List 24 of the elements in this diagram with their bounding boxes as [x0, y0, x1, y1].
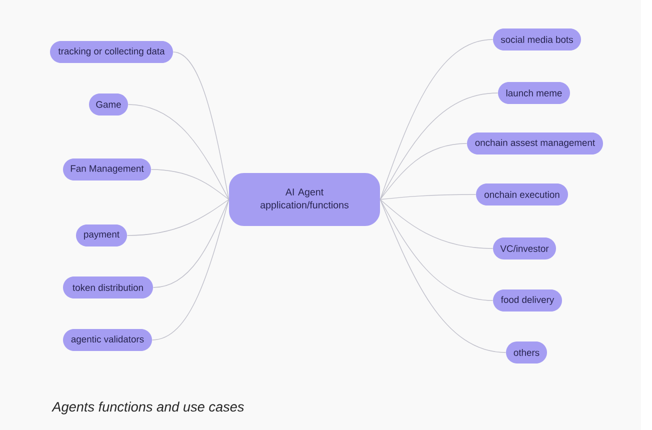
subtopic-pill: token distribution: [63, 276, 153, 298]
connector-line: [380, 194, 476, 200]
connector-line: [126, 199, 230, 236]
caption: Agents functions and use cases: [52, 402, 244, 414]
subtopic-pill: Fan Management: [63, 158, 151, 180]
subtopic-pill: Game: [89, 94, 128, 116]
subtopic-pill: tracking or collecting data: [50, 41, 173, 63]
connector-line: [380, 199, 494, 301]
connector-line: [380, 199, 494, 249]
subtopic-pill: social media bots: [493, 28, 581, 50]
connector-line: [172, 52, 230, 200]
connector-line: [152, 199, 230, 288]
subtopic-pill: others: [506, 342, 547, 364]
subtopic-pill: onchain execution: [476, 184, 568, 206]
subtopic-pill: onchain assest management: [467, 132, 603, 154]
subtopic-pill: agentic validators: [63, 329, 152, 351]
connector-line: [152, 199, 230, 340]
connector-line: [380, 199, 506, 353]
connector-line: [380, 143, 468, 200]
connector-line: [128, 104, 230, 200]
topic-box: AI Agent application/functions: [229, 173, 380, 226]
connector-line: [150, 169, 230, 200]
connector-line: [380, 92, 498, 200]
connector-line: [380, 39, 494, 200]
